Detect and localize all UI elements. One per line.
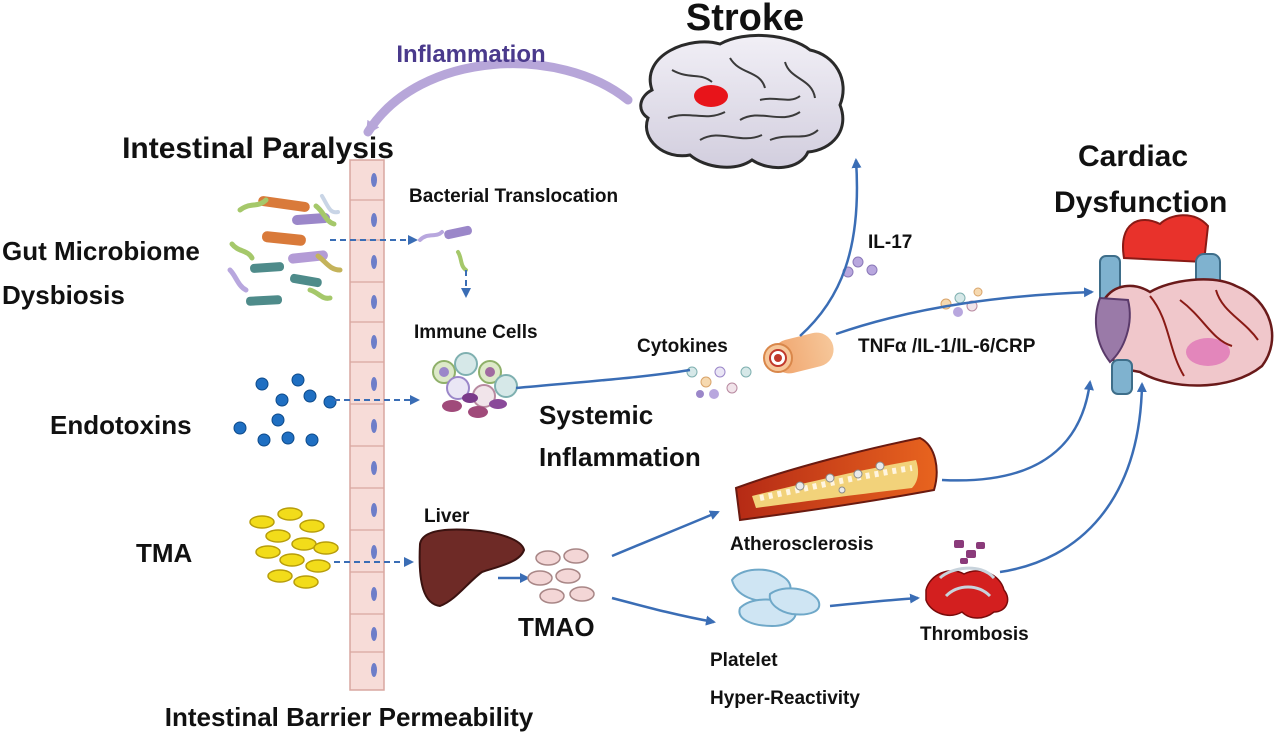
label-stroke: Stroke [686,0,804,39]
label-intestinal-paralysis: Intestinal Paralysis [122,132,394,165]
heart-illustration [1094,214,1274,395]
label-immune-cells: Immune Cells [414,322,538,343]
cytokine-particles [686,366,752,399]
immune-to-cytokines-arrow [515,368,691,390]
tmao-to-atherosclerosis-arrow [611,510,720,558]
label-intestinal-barrier: Intestinal Barrier Permeability [165,702,534,732]
label-thrombosis: Thrombosis [920,624,1029,645]
tmao-particles [527,548,595,604]
vessel-to-stroke-arrow [799,158,862,337]
label-tma: TMA [136,538,193,568]
stroke-lesion [694,85,728,107]
label-cardiac-2: Dysfunction [1054,186,1227,219]
immune-cells [432,352,518,418]
label-endotoxins: Endotoxins [50,410,192,440]
atherosclerosis-to-heart-arrow [941,380,1094,482]
thrombosis-to-heart-arrow [999,382,1147,574]
thrombus-illustration [925,540,1009,619]
label-cytokines: Cytokines [637,336,728,357]
platelet-illustration [730,568,821,628]
label-tnf-il1-il6-crp: TNFα /IL-1/IL-6/CRP [858,336,1036,357]
label-gut-microbiome-2: Dysbiosis [2,280,125,310]
label-cardiac-1: Cardiac [1078,140,1188,173]
label-systemic-1: Systemic [539,400,653,430]
label-inflammation: Inflammation [396,41,545,68]
atherosclerosis-illustration [734,436,938,522]
label-bacterial-translocation: Bacterial Translocation [409,186,618,207]
gut-bacteria-cluster [227,194,343,306]
label-platelet-2: Hyper-Reactivity [710,688,860,709]
intestinal-barrier [349,159,385,691]
label-tmao: TMAO [518,612,595,642]
il17-particles [842,256,878,278]
inflammation-arrow [363,59,633,137]
translocating-bacteria [418,225,472,272]
label-systemic-2: Inflammation [539,442,701,472]
vessel-to-heart-arrow [835,287,1094,336]
liver-illustration [418,528,526,608]
tma-particles [249,507,339,589]
endotoxin-particles [233,373,337,447]
brain-illustration [639,33,845,170]
tmao-to-platelet-arrow [611,596,716,626]
platelet-to-thrombosis-arrow [829,593,920,608]
blood-vessel [763,332,834,374]
label-platelet-1: Platelet [710,650,778,671]
label-liver: Liver [424,506,470,527]
label-il17: IL-17 [868,232,912,253]
label-atherosclerosis: Atherosclerosis [730,534,874,555]
label-gut-microbiome-1: Gut Microbiome [2,236,200,266]
